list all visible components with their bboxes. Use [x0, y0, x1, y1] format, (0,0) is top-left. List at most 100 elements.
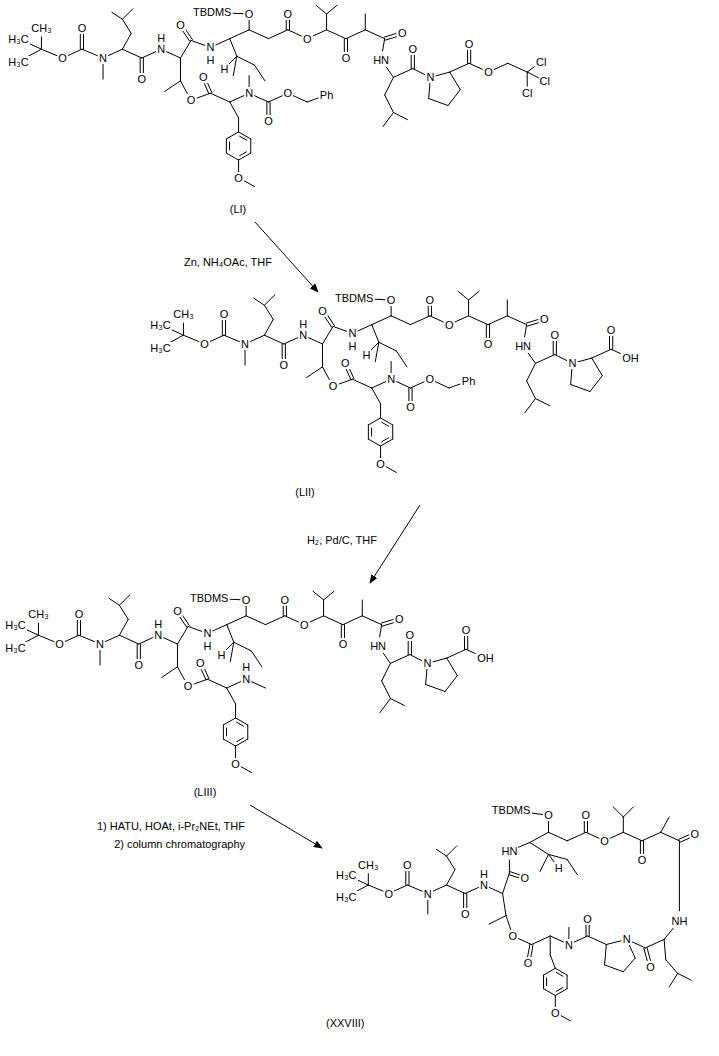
bond-line: [544, 989, 556, 996]
bond-line: [427, 900, 428, 914]
bond-line: [426, 669, 427, 684]
bond-line: [610, 832, 623, 838]
atom-label: H₃C: [335, 891, 357, 903]
bond-line: [246, 606, 247, 616]
bond-line: [250, 139, 251, 153]
bond-line: [383, 113, 394, 127]
bond-line: [226, 139, 227, 153]
bond-line: [568, 928, 569, 939]
bond-line: [180, 58, 181, 81]
bond-line: [344, 625, 345, 638]
bond-line: [609, 336, 610, 349]
bond-line: [344, 39, 345, 52]
atom-label: NH: [670, 915, 688, 927]
bond-line: [390, 699, 404, 706]
bond-line: [227, 616, 246, 625]
atom-label: O: [133, 659, 144, 671]
bond-line: [447, 658, 458, 676]
bond-line: [285, 344, 286, 359]
bond-line: [384, 34, 396, 38]
compound-number: (LIII): [194, 786, 217, 799]
bond-line: [177, 626, 188, 644]
atom-label: N: [622, 933, 632, 945]
bond-line: [362, 616, 381, 625]
bond-line: [185, 29, 192, 40]
bond-line: [368, 874, 369, 885]
bond-line: [527, 381, 536, 399]
atom-label: N: [240, 338, 250, 350]
bond-line: [447, 885, 466, 894]
atom-label: H: [216, 649, 226, 661]
bond-line: [447, 846, 457, 856]
atom-label: O: [523, 957, 534, 969]
bond-line: [183, 335, 199, 341]
atom-label: N: [423, 888, 433, 900]
atom-label: O: [54, 638, 65, 650]
bond-line: [431, 306, 432, 316]
atom-label: O: [375, 458, 386, 470]
atom-label: N: [564, 939, 574, 951]
bond-line: [233, 56, 237, 75]
atom-label: O: [244, 8, 255, 20]
bond-line: [232, 13, 243, 15]
bond-line: [284, 338, 298, 344]
bond-line: [368, 439, 380, 446]
atom-label: HN: [369, 640, 387, 652]
bond-line: [143, 58, 144, 73]
bond-line: [488, 316, 507, 325]
bond-line: [368, 885, 383, 891]
bond-line: [605, 965, 624, 972]
bond-line: [526, 320, 538, 324]
atom-label: H: [361, 349, 371, 361]
bond-line: [379, 342, 397, 351]
bond-line: [237, 722, 244, 726]
atom-label: HN: [514, 340, 532, 352]
bond-line: [392, 425, 393, 439]
bond-line: [238, 160, 239, 172]
bond-line: [139, 638, 153, 644]
atom-label: H₃C: [4, 619, 26, 631]
bond-line: [307, 98, 318, 102]
bond-line: [553, 341, 554, 354]
bond-line: [429, 83, 430, 98]
atom-label: N: [98, 52, 108, 64]
bond-line: [119, 619, 128, 635]
bond-line: [222, 320, 223, 335]
bond-line: [458, 291, 469, 300]
bond-line: [642, 832, 661, 841]
atom-label: H₃C: [149, 319, 171, 331]
bond-line: [327, 5, 338, 14]
bond-line: [386, 67, 393, 77]
bond-line: [372, 325, 379, 343]
atom-label: H: [202, 640, 212, 652]
bond-line: [226, 153, 238, 160]
bond-line: [549, 832, 568, 841]
bond-line: [623, 817, 624, 832]
bond-line: [433, 658, 447, 662]
bond-line: [182, 615, 189, 626]
bond-line: [230, 642, 234, 661]
bond-line: [83, 34, 84, 49]
bond-line: [327, 30, 346, 39]
bond-line: [236, 739, 248, 746]
bond-line: [466, 894, 467, 908]
atom-label: CH₃: [30, 22, 52, 34]
bond-line: [527, 72, 538, 78]
bond-line: [411, 641, 412, 654]
bond-line: [356, 885, 368, 892]
bond-line: [567, 832, 586, 841]
bond-line: [556, 988, 563, 992]
bond-line: [177, 667, 185, 681]
atom-label: O: [425, 373, 436, 385]
atom-label: O: [689, 828, 700, 840]
bond-line: [210, 335, 224, 341]
bond-line: [429, 98, 448, 105]
atom-label: H: [153, 618, 163, 630]
bond-line: [368, 425, 369, 439]
bond-line: [122, 19, 131, 33]
bond-line: [283, 606, 284, 616]
bond-line: [464, 636, 465, 649]
bond-line: [288, 30, 302, 36]
bond-line: [82, 49, 98, 55]
atom-label: H: [347, 340, 357, 352]
